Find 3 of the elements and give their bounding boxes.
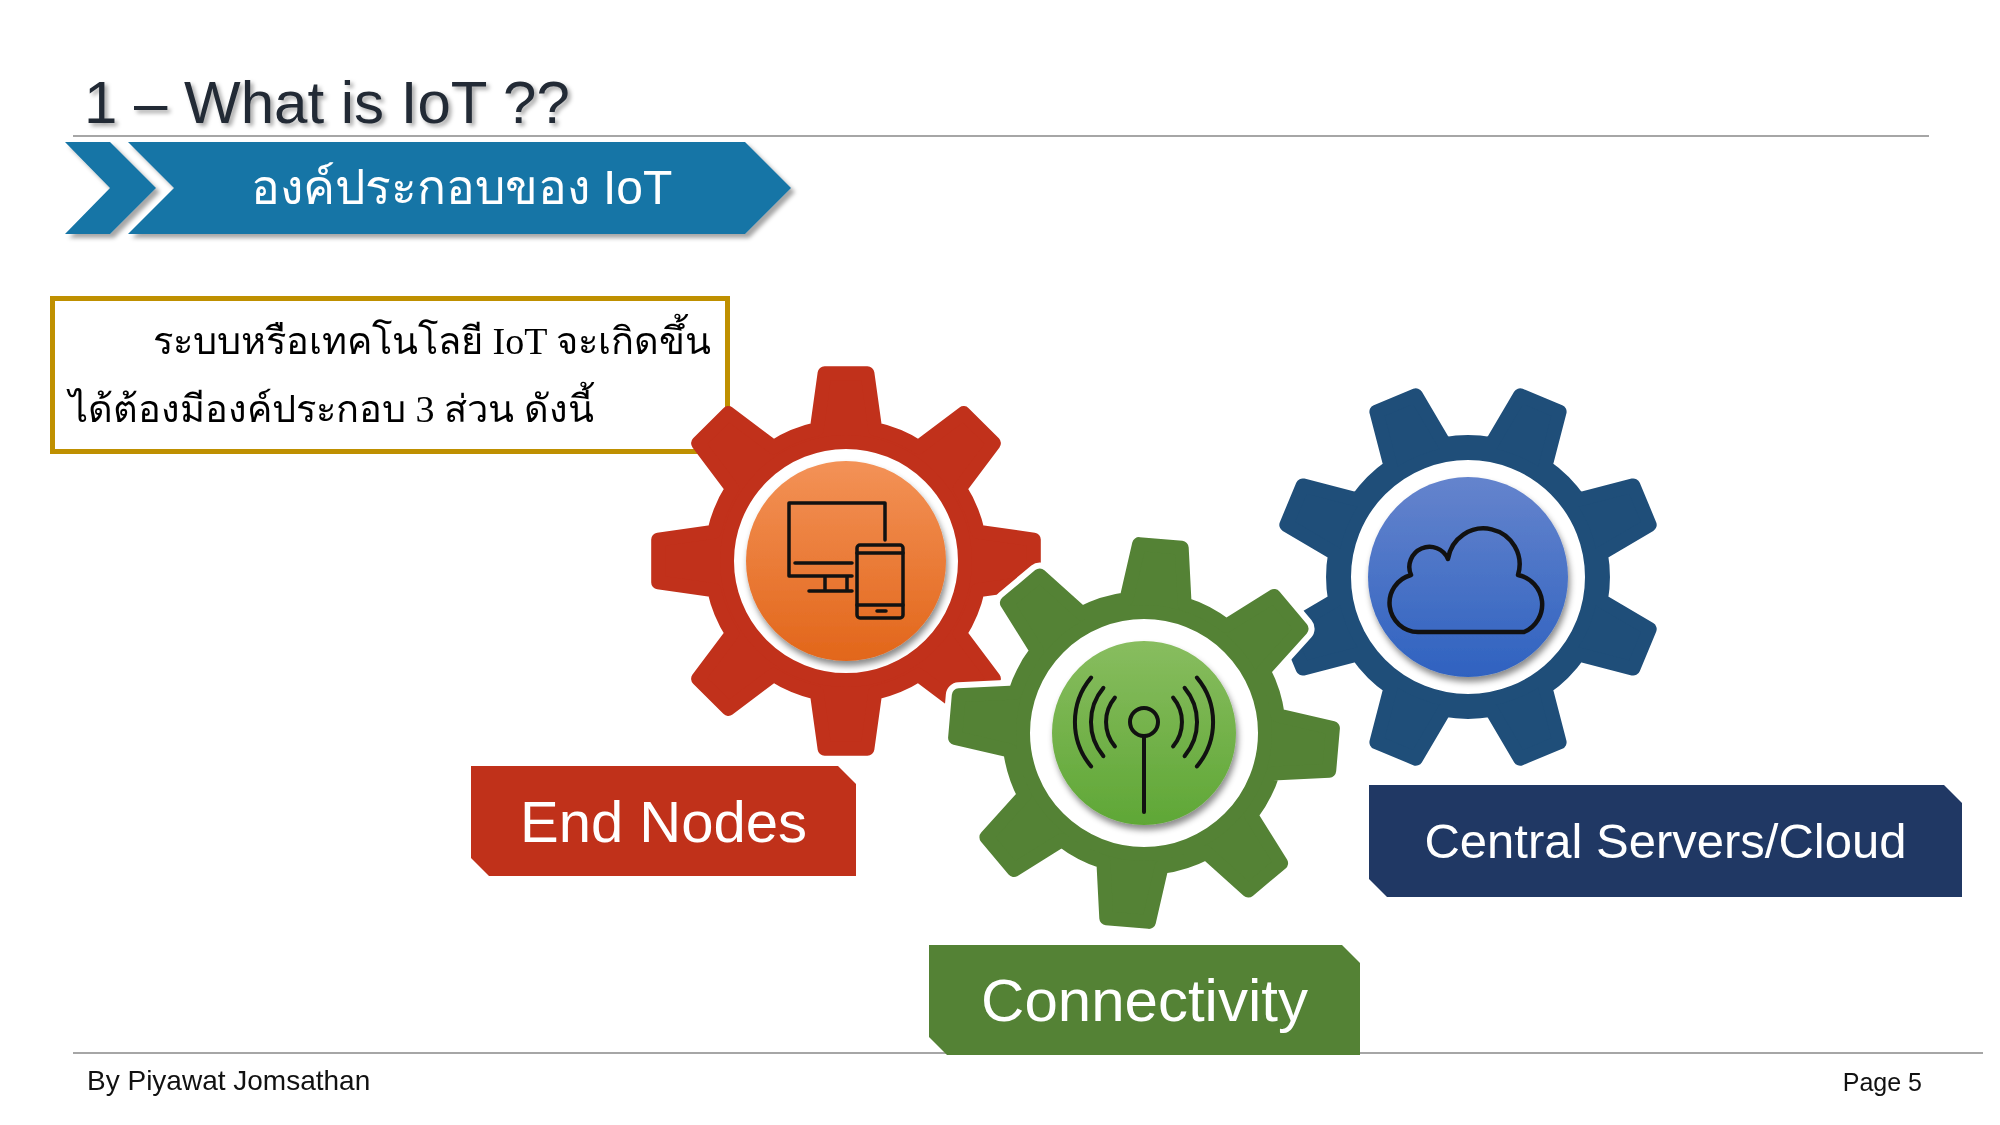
footer-text: By Piyawat Jomsathan — [87, 1067, 371, 1095]
title: 1 – What is IoT ?? — [84, 73, 570, 133]
page-number: Page 5 — [1842, 1070, 1922, 1095]
